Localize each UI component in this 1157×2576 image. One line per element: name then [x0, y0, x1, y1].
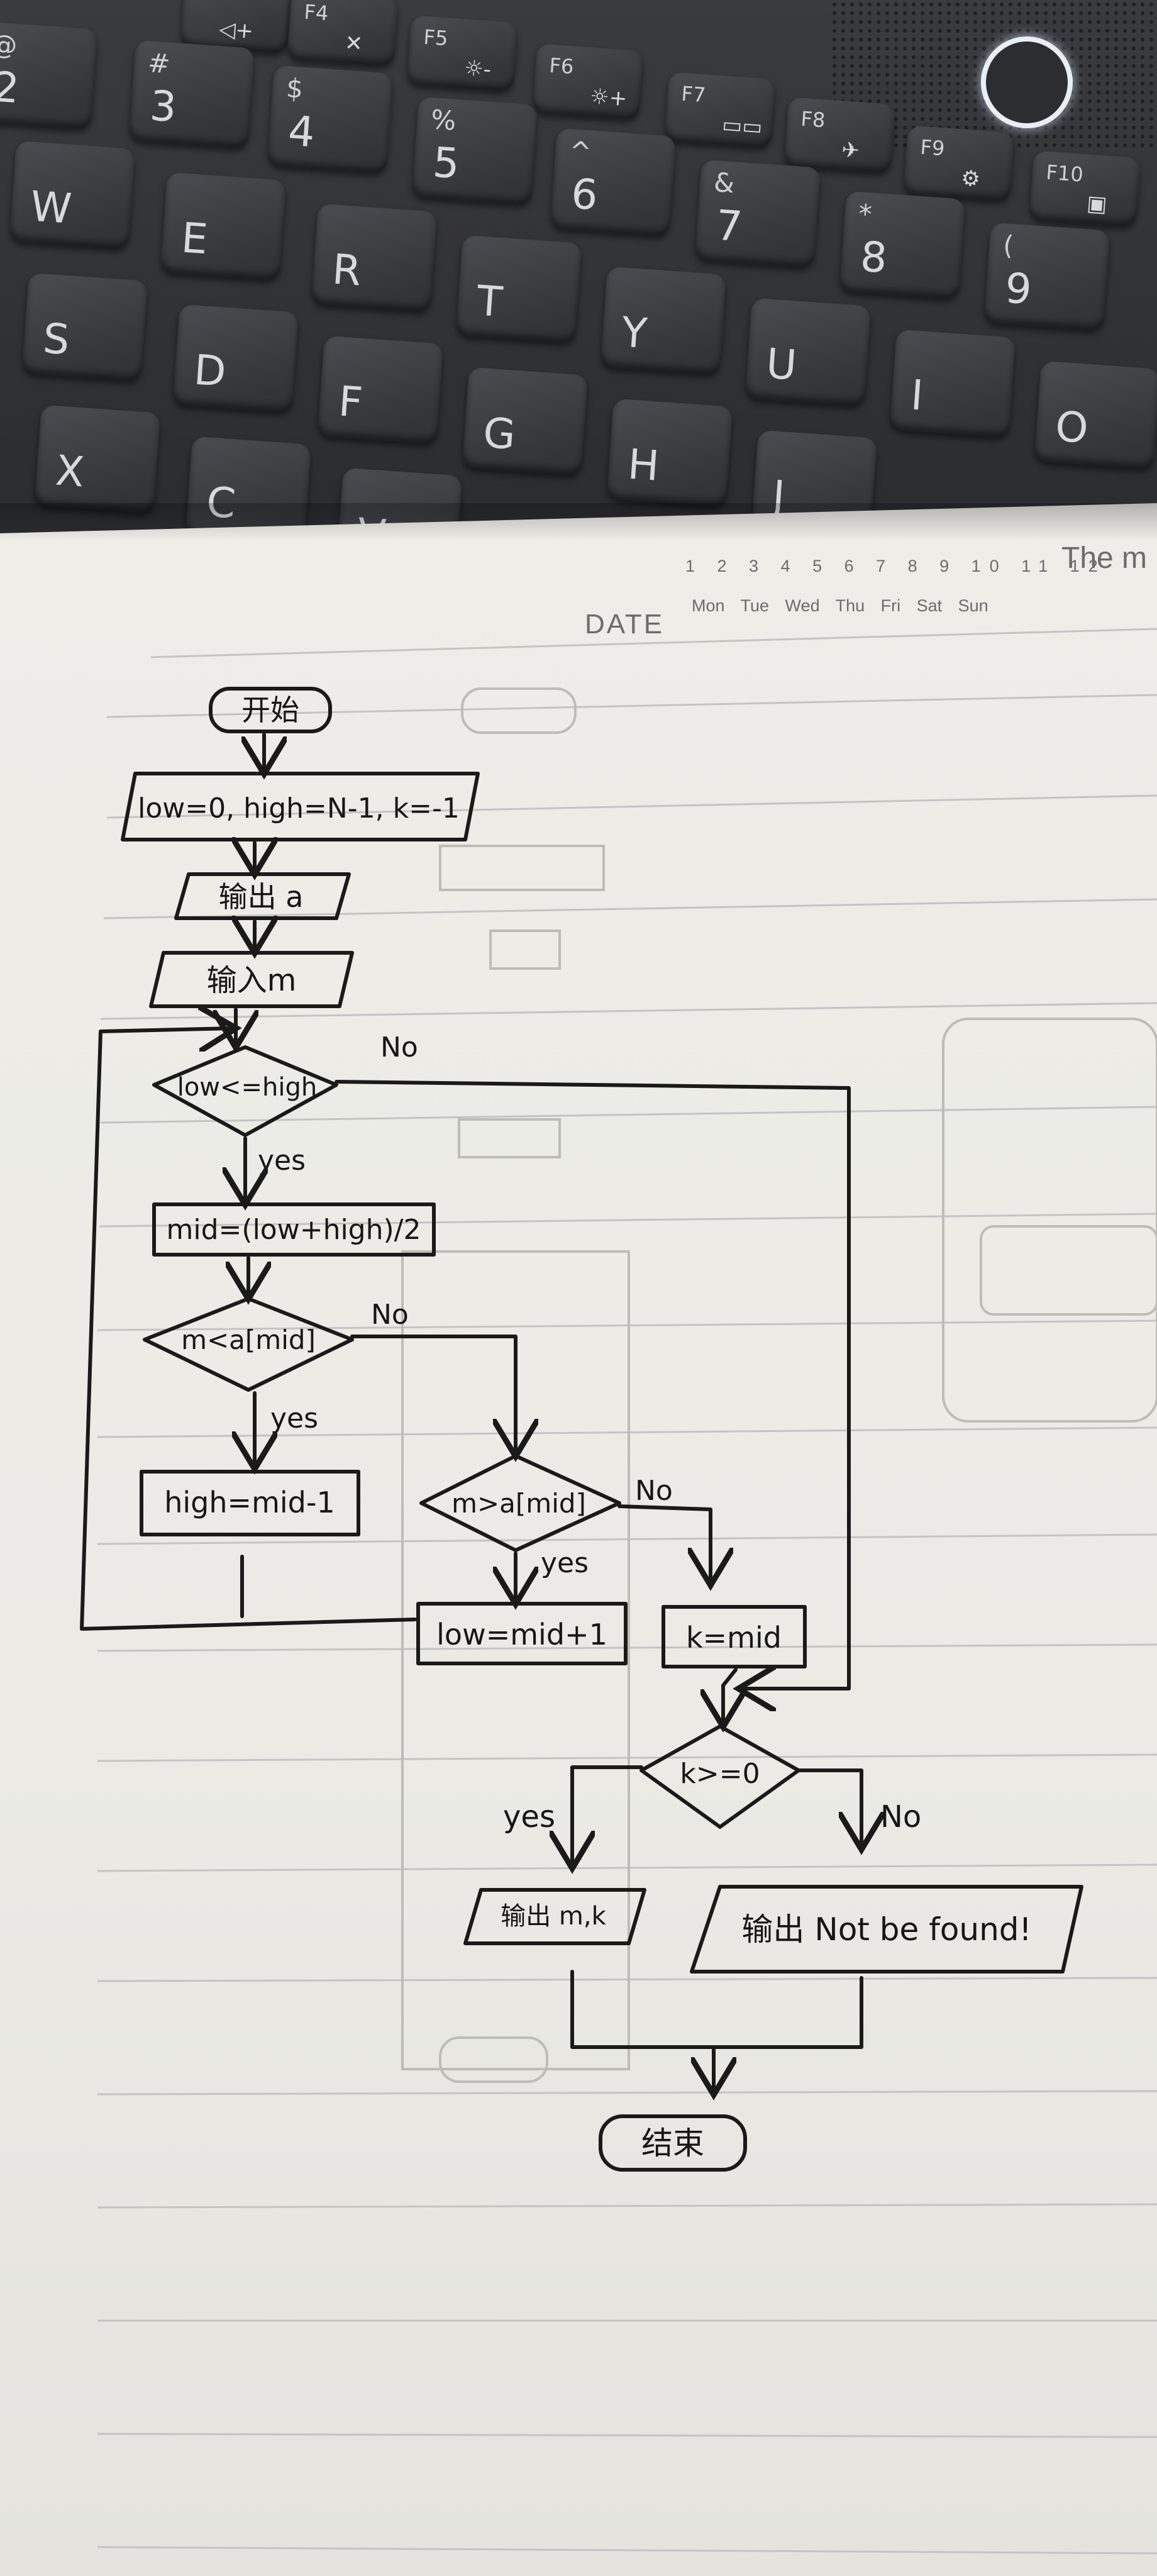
loop-condition-node: [152, 1045, 338, 1137]
cond-less-no-label: No: [371, 1299, 409, 1331]
input-m-node: [149, 951, 354, 1008]
init-node: [121, 772, 480, 841]
cond-greater-yes-label: yes: [541, 1547, 589, 1579]
cond-greater-node: [419, 1454, 621, 1552]
end-label: 结束: [641, 2125, 704, 2162]
cond-greater-no-label: No: [635, 1475, 673, 1507]
date-label: DATE: [585, 609, 665, 640]
loop-no-path: [335, 1080, 851, 1689]
start-node: [209, 687, 332, 733]
found-yes-path: [572, 1765, 643, 1865]
loop-condition-label: low<=high: [177, 1073, 318, 1102]
power-button[interactable]: [981, 36, 1073, 128]
low-update-label: low=mid+1: [436, 1618, 607, 1652]
laptop-keyboard: ◁+ F4✕ F5☼- F6☼+ F7▭▭ F8✈ F9⚙ F10▣ @2 #3…: [0, 0, 1157, 566]
loop-no-label: No: [380, 1031, 418, 1063]
init-label: low=0, high=N-1, k=-1: [138, 792, 460, 824]
cond-greater-label: m>a[mid]: [451, 1488, 586, 1519]
output-a-node: [174, 872, 351, 920]
found-yes-label: yes: [503, 1799, 555, 1835]
found-check-label: k>=0: [680, 1758, 760, 1790]
output-not-found-label: 输出 Not be found!: [741, 1911, 1031, 1948]
found-no-path: [797, 1768, 861, 1846]
loop-yes-label: yes: [258, 1145, 306, 1177]
loop-back-path: [80, 1028, 417, 1631]
output-a-label: 输出 a: [219, 880, 304, 914]
paper-edge-shadow: [0, 503, 1157, 541]
mid-calc-label: mid=(low+high)/2: [167, 1214, 421, 1246]
cond-less-no-path: [350, 1335, 516, 1453]
found-no-label: No: [880, 1799, 921, 1835]
notebook-brand: The m: [1061, 541, 1148, 575]
output-found-label: 输出 m,k: [501, 1902, 606, 1931]
low-update-node: [416, 1602, 628, 1665]
cond-greater-no-path: [617, 1504, 711, 1582]
start-label: 开始: [241, 693, 299, 727]
output-found-node: [463, 1888, 646, 1945]
found-check-node: [639, 1724, 800, 1829]
ghost-sketch: [401, 687, 1157, 2083]
cond-less-label: m<a[mid]: [181, 1324, 316, 1355]
output-not-found-node: [690, 1885, 1083, 1974]
mid-calc-node: [152, 1202, 436, 1257]
k-assign-label: k=mid: [686, 1621, 782, 1655]
cond-less-node: [143, 1297, 354, 1392]
k-merge-path: [723, 1668, 736, 1723]
k-assign-node: [662, 1605, 807, 1668]
high-update-node: [140, 1470, 360, 1536]
end-merge-path: [570, 1970, 863, 2049]
cond-less-yes-label: yes: [270, 1402, 318, 1435]
date-numbers: 1 2 3 4 5 6 7 8 9 10 11 12: [685, 557, 1107, 575]
high-update-label: high=mid-1: [164, 1485, 335, 1519]
weekday-labels: Mon Tue Wed Thu Fri Sat Sun: [692, 596, 988, 615]
end-node: [599, 2114, 747, 2172]
input-m-label: 输入m: [207, 963, 297, 998]
